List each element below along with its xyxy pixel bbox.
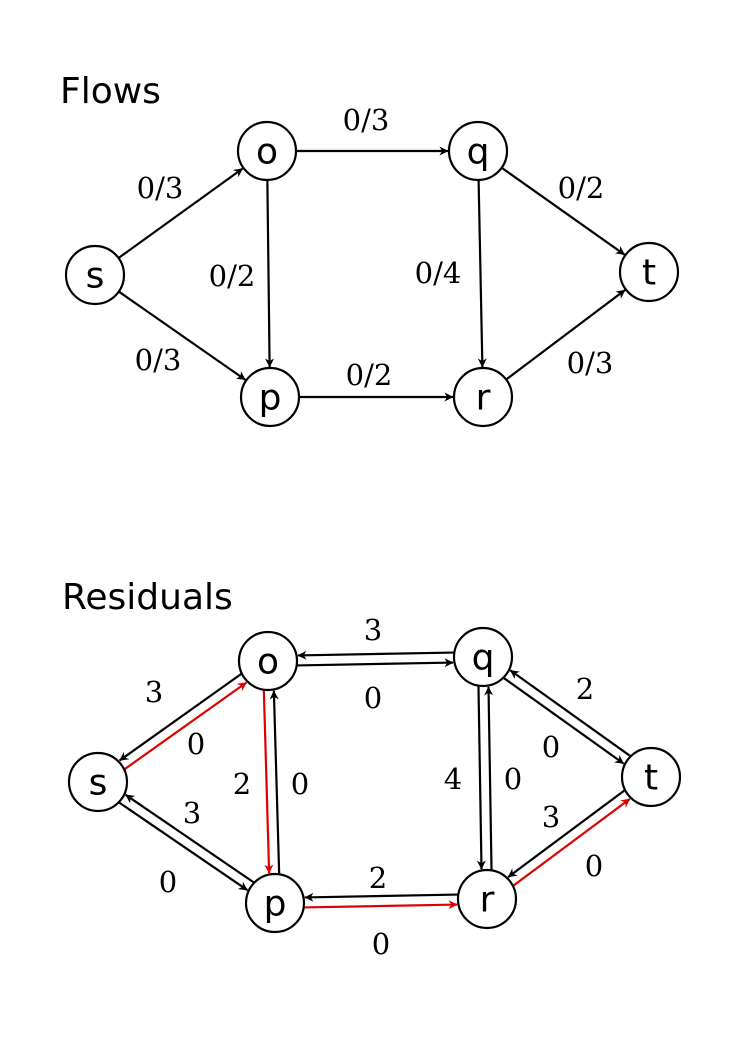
flows-node-q: q xyxy=(447,120,509,182)
flows-edge-label-r-t: 0/3 xyxy=(567,346,614,380)
flows-edge-label-p-r: 0/2 xyxy=(346,358,393,392)
residuals-node-circle-s xyxy=(67,751,129,813)
flows-node-label-p: p xyxy=(259,378,282,419)
flows-node-circle-o xyxy=(236,120,298,182)
flows-node-circle-t xyxy=(618,241,680,303)
flows-edge-q-t xyxy=(501,166,626,256)
flows-edge-label-q-r: 0/4 xyxy=(415,256,462,290)
residuals-edge-r-q xyxy=(484,686,494,870)
residuals-title: Residuals xyxy=(62,577,233,618)
residuals-edge-p-s xyxy=(124,793,255,884)
residuals-edge-o-s xyxy=(118,672,243,762)
residuals-edge-q-o xyxy=(297,650,454,660)
flows-node-label-r: r xyxy=(476,378,491,419)
flows-edge-label-o-p: 0/2 xyxy=(209,259,256,293)
residuals-node-label-q: q xyxy=(472,638,495,679)
flows-node-label-t: t xyxy=(642,253,656,294)
residuals-edge-label-o-s: 0 xyxy=(187,727,205,761)
residuals-edge-label-o-q: 3 xyxy=(364,613,382,647)
residuals-node-label-p: p xyxy=(264,884,287,925)
residuals-edge-r-t xyxy=(512,798,631,887)
residuals-node-q: q xyxy=(452,626,514,688)
residuals-edge-p-r xyxy=(304,900,458,910)
residuals-node-label-o: o xyxy=(257,642,279,683)
residuals-edge-s-p xyxy=(118,801,249,892)
residuals-edge-label-t-q: 0 xyxy=(542,730,560,764)
flows-node-circle-q xyxy=(447,120,509,182)
flows-node-r: r xyxy=(452,366,514,428)
residuals-edge-r-p xyxy=(304,892,458,902)
residuals-edge-label-p-s: 0 xyxy=(159,865,177,899)
flows-edge-s-o xyxy=(117,167,244,259)
flows-node-label-o: o xyxy=(256,132,278,173)
residuals-node-circle-t xyxy=(620,746,682,808)
residuals-edge-label-p-o: 0 xyxy=(291,767,309,801)
residuals-edge-t-q xyxy=(509,669,631,757)
flows-edge-label-s-o: 0/3 xyxy=(137,171,184,205)
flows-node-circle-r xyxy=(452,366,514,428)
flows-node-p: p xyxy=(239,366,301,428)
flows-node-label-q: q xyxy=(467,132,490,173)
flows-edge-s-p xyxy=(118,290,247,381)
residuals-edge-label-r-q: 0 xyxy=(504,762,522,796)
residuals-edge-label-q-o: 0 xyxy=(364,681,382,715)
residuals-node-circle-p xyxy=(244,872,306,934)
flows-edge-o-p xyxy=(265,179,275,368)
residuals-node-o: o xyxy=(237,630,299,692)
flows-edge-label-o-q: 0/3 xyxy=(343,103,390,137)
flows-node-circle-p xyxy=(239,366,301,428)
residuals-edge-q-r xyxy=(476,686,486,870)
residuals-edge-label-r-t: 3 xyxy=(542,800,560,834)
residuals-edge-p-o xyxy=(269,690,281,874)
residuals-edge-q-t xyxy=(503,677,625,765)
residuals-edge-o-p xyxy=(262,690,274,874)
residuals-node-circle-q xyxy=(452,626,514,688)
flows-title: Flows xyxy=(60,71,161,112)
residuals-edge-label-p-r: 2 xyxy=(369,861,387,895)
residuals-edge-t-r xyxy=(507,789,626,878)
flows-node-o: o xyxy=(236,120,298,182)
residuals-edge-label-t-r: 0 xyxy=(585,849,603,883)
flows-node-label-s: s xyxy=(86,256,105,297)
residuals-edge-label-r-p: 0 xyxy=(372,927,390,961)
residuals-node-label-r: r xyxy=(480,880,495,921)
flows-edge-q-r xyxy=(477,179,487,368)
residuals-edge-o-q xyxy=(297,658,454,668)
residuals-node-circle-o xyxy=(237,630,299,692)
residuals-edge-label-o-p: 2 xyxy=(233,767,251,801)
residuals-edge-label-q-t: 2 xyxy=(576,672,594,706)
residuals-edge-label-s-p: 3 xyxy=(183,796,201,830)
residuals-node-circle-r xyxy=(456,868,518,930)
residuals-node-r: r xyxy=(456,868,518,930)
residuals-node-t: t xyxy=(620,746,682,808)
flows-node-circle-s xyxy=(64,244,126,306)
flows-edge-label-q-t: 0/2 xyxy=(558,171,605,205)
residuals-node-label-s: s xyxy=(89,763,108,804)
flows-graph: 0/3 0/3 0/3 0/2 0/2 0/4 0/2 0/3 s o p q r t xyxy=(64,103,680,428)
residuals-node-s: s xyxy=(67,751,129,813)
residuals-edge-label-q-r: 4 xyxy=(444,762,462,796)
residuals-node-label-t: t xyxy=(644,758,658,799)
flows-node-s: s xyxy=(64,244,126,306)
flows-node-t: t xyxy=(618,241,680,303)
residuals-edge-s-o xyxy=(123,681,248,771)
flows-edge-label-s-p: 0/3 xyxy=(135,343,182,377)
flows-edge-r-t xyxy=(505,289,626,381)
residuals-edge-label-s-o: 3 xyxy=(145,675,163,709)
residuals-node-p: p xyxy=(244,872,306,934)
